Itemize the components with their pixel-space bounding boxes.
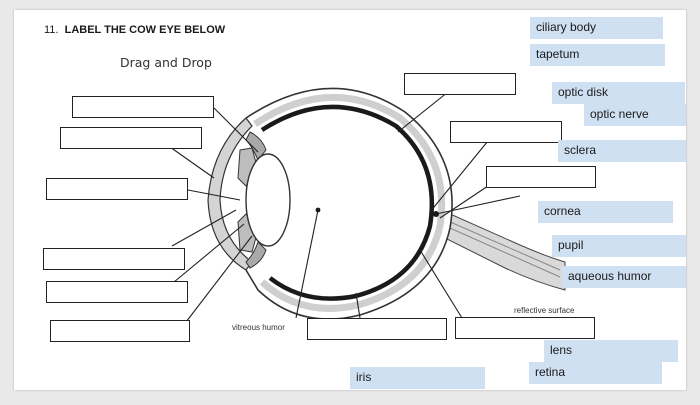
chip-tapetum[interactable]: tapetum xyxy=(530,44,665,66)
question-title: 11. LABEL THE COW EYE BELOW xyxy=(44,24,225,36)
chip-sclera[interactable]: sclera xyxy=(558,140,686,162)
drop-zone-5[interactable] xyxy=(46,281,188,303)
question-heading: LABEL THE COW EYE BELOW xyxy=(64,24,226,36)
chip-lens[interactable]: lens xyxy=(544,340,678,362)
chip-aqueous-humor[interactable]: aqueous humor xyxy=(562,266,686,288)
lens-shape xyxy=(245,153,291,247)
drop-zone-1[interactable] xyxy=(72,96,214,118)
retina-layer xyxy=(260,104,435,301)
drop-zone-2[interactable] xyxy=(60,127,202,149)
chip-retina[interactable]: retina xyxy=(529,362,662,384)
sclera-outline xyxy=(245,87,453,320)
reflective-surface-printed-label: reflective surface xyxy=(514,306,575,315)
optic-nerve-shape xyxy=(424,204,566,291)
ciliary-lower xyxy=(245,241,267,269)
drop-zone-3[interactable] xyxy=(46,178,188,200)
instruction-text: Drag and Drop xyxy=(120,55,212,70)
drop-zone-8[interactable] xyxy=(450,121,562,143)
chip-iris[interactable]: iris xyxy=(350,367,485,389)
drop-zone-10[interactable] xyxy=(307,318,447,340)
choroid-band xyxy=(253,93,446,312)
chip-ciliary-body[interactable]: ciliary body xyxy=(530,17,663,39)
drop-zone-4[interactable] xyxy=(43,248,185,270)
drop-zone-7[interactable] xyxy=(404,73,516,95)
chip-optic-nerve[interactable]: optic nerve xyxy=(584,104,686,126)
drop-zone-9[interactable] xyxy=(486,166,596,188)
drop-zone-6[interactable] xyxy=(50,320,190,342)
chip-optic-disk[interactable]: optic disk xyxy=(552,82,685,104)
drop-zone-11[interactable] xyxy=(455,317,595,339)
question-number: 11. xyxy=(44,24,59,36)
chip-cornea[interactable]: cornea xyxy=(538,201,673,223)
leader-lines xyxy=(169,91,521,323)
vitreous-humor-printed-label: vitreous humor xyxy=(232,323,285,332)
chip-pupil[interactable]: pupil xyxy=(552,235,686,257)
